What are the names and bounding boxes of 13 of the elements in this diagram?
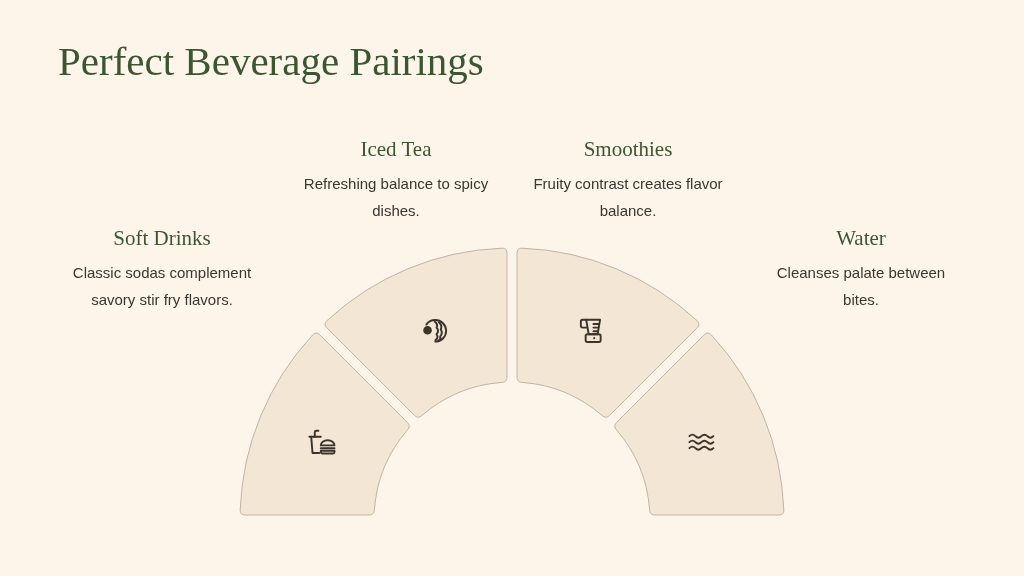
description-text: Fruity contrast creates flavor balance.: [532, 174, 724, 221]
section-heading: Smoothies: [583, 137, 673, 161]
description-text: Cleanses palate between bites.: [775, 263, 947, 310]
section-heading: Soft Drinks: [113, 226, 211, 250]
description-text: Classic sodas complement savory stir fry flavors.: [71, 263, 253, 310]
title: Perfect Beverage Pairings: [58, 37, 484, 86]
section-heading: Iced Tea: [360, 137, 432, 161]
arc-segment: [324, 247, 508, 418]
arc-segment: [614, 332, 785, 516]
description-text: Refreshing balance to spicy dishes.: [302, 174, 490, 221]
arc-segment: [516, 247, 700, 418]
arc-segment: [239, 332, 410, 516]
section-heading: Water: [836, 226, 886, 250]
